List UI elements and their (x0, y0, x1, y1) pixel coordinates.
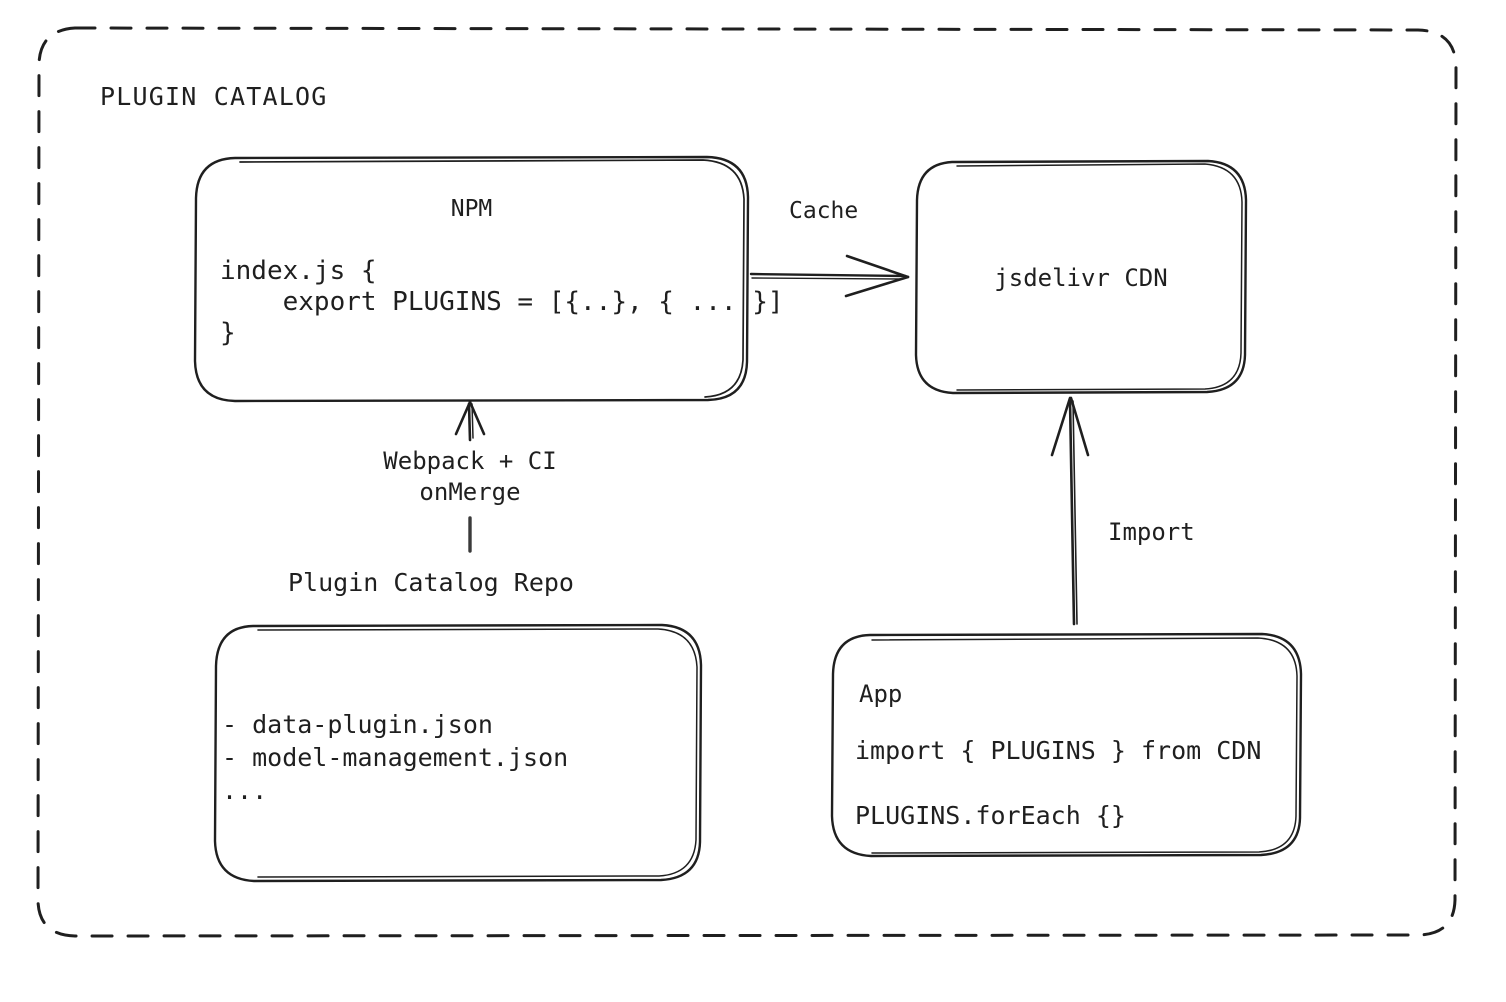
repo-file-item-1: - data-plugin.json (222, 710, 493, 739)
edge-label-cache: Cache (789, 198, 859, 224)
jsdelivr-cdn-node-label: jsdelivr CDN (994, 264, 1168, 292)
app-node-title: App (859, 680, 903, 708)
plugin-catalog-title: PLUGIN CATALOG (100, 82, 328, 111)
edge-label-import: Import (1108, 518, 1195, 546)
edge-label-webpack-ci: Webpack + CI (383, 447, 557, 475)
npm-code-line-3: } (220, 318, 236, 348)
app-code-line-2: PLUGINS.forEach {} (855, 801, 1126, 830)
npm-code-line-2: export PLUGINS = [{..}, { ... }] (220, 287, 784, 317)
app-code-line-1: import { PLUGINS } from CDN (855, 736, 1262, 765)
npm-node-title: NPM (450, 196, 493, 222)
repo-file-item-ellipsis: ... (222, 776, 268, 805)
npm-code-line-1: index.js { (220, 256, 377, 286)
edge-build-arrow (454, 400, 486, 553)
edge-label-onmerge: onMerge (419, 478, 521, 506)
repo-node-caption: Plugin Catalog Repo (288, 568, 574, 597)
edge-import-arrow (1050, 396, 1090, 626)
repo-file-item-2: - model-management.json (222, 743, 569, 772)
